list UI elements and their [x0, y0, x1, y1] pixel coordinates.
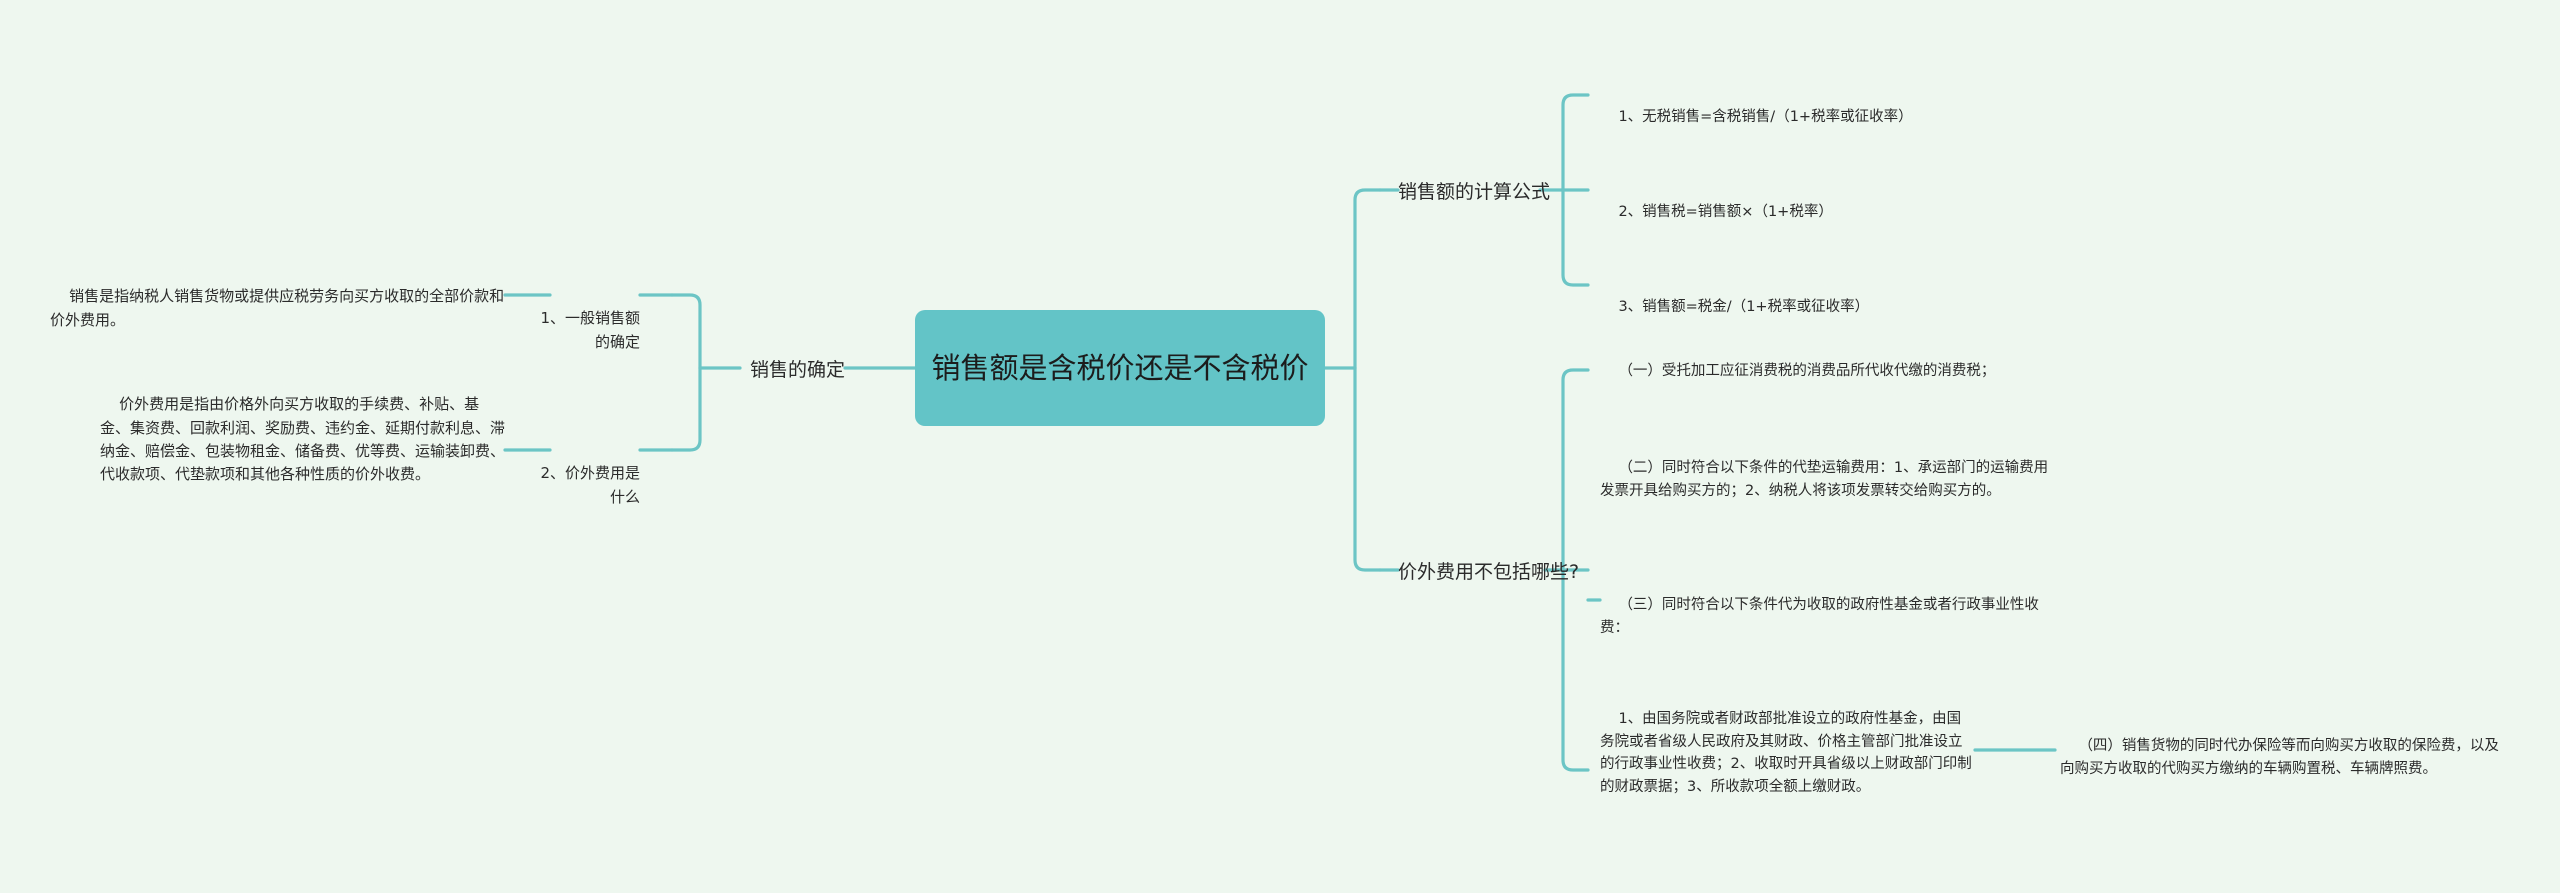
branch-excluded-extra-fees-label: 价外费用不包括哪些? — [1398, 561, 1580, 583]
branch-sales-determination-label: 销售的确定 — [749, 359, 845, 381]
exclusion-item-4-text: （四）销售货物的同时代办保险等而向购买方收取的保险费，以及向购买方收取的代购买方… — [2060, 738, 2499, 777]
exclusion-item-1-label: （一）受托加工应征消费税的消费品所代收代缴的消费税； — [1618, 363, 1996, 380]
detail-sales-definition-text: 销售是指纳税人销售货物或提供应税劳务向买方收取的全部价款和价外费用。 — [50, 287, 505, 329]
branch-sales-amount-formula[interactable]: 销售额的计算公式 — [1398, 178, 1551, 207]
root-node-label: 销售额是含税价还是不含税价 — [931, 350, 1309, 385]
node-general-sales-amount-label: 1、一般销售额的确定 — [540, 309, 640, 351]
branch-excluded-extra-fees[interactable]: 价外费用不包括哪些? — [1398, 558, 1579, 587]
detail-sales-definition[interactable]: 销售是指纳税人销售货物或提供应税劳务向买方收取的全部价款和价外费用。 — [50, 262, 505, 355]
formula-item-3[interactable]: 3、销售额=税金/（1+税率或征收率） — [1600, 274, 2050, 341]
exclusion-item-4[interactable]: （四）销售货物的同时代办保险等而向购买方收取的保险费，以及向购买方收取的代购买方… — [2060, 713, 2500, 803]
exclusion-item-2[interactable]: （二）同时符合以下条件的代垫运输费用：1、承运部门的运输费用发票开具给购买方的；… — [1600, 435, 2052, 525]
detail-extra-fee-definition[interactable]: 价外费用是指由价格外向买方收取的手续费、补贴、基金、集资费、回款利润、奖励费、违… — [100, 370, 505, 510]
node-what-is-extra-fee[interactable]: 2、价外费用是什么 — [508, 439, 640, 532]
formula-item-1[interactable]: 1、无税销售=含税销售/（1+税率或征收率） — [1600, 84, 2050, 151]
detail-extra-fee-definition-text: 价外费用是指由价格外向买方收取的手续费、补贴、基金、集资费、回款利润、奖励费、违… — [100, 395, 506, 483]
formula-item-2[interactable]: 2、销售税=销售额×（1+税率） — [1600, 179, 2050, 246]
node-general-sales-amount[interactable]: 1、一般销售额的确定 — [508, 284, 640, 377]
node-what-is-extra-fee-label: 2、价外费用是什么 — [540, 464, 640, 506]
branch-sales-determination[interactable]: 销售的确定 — [740, 356, 845, 385]
exclusion-item-3-label: （三）同时符合以下条件代为收取的政府性基金或者行政事业性收费： — [1600, 597, 2039, 636]
formula-item-3-label: 3、销售额=税金/（1+税率或征收率） — [1618, 299, 1870, 316]
exclusion-item-1[interactable]: （一）受托加工应征消费税的消费品所代收代缴的消费税； — [1600, 338, 2052, 405]
exclusion-item-3-sub[interactable]: 1、由国务院或者财政部批准设立的政府性基金，由国务院或者省级人民政府及其财政、价… — [1600, 686, 1975, 821]
formula-item-1-label: 1、无税销售=含税销售/（1+税率或征收率） — [1618, 109, 1913, 126]
branch-sales-amount-formula-label: 销售额的计算公式 — [1398, 181, 1551, 203]
exclusion-item-3[interactable]: （三）同时符合以下条件代为收取的政府性基金或者行政事业性收费： — [1600, 572, 2052, 662]
root-node[interactable]: 销售额是含税价还是不含税价 — [915, 310, 1325, 426]
exclusion-item-3-sub-text: 1、由国务院或者财政部批准设立的政府性基金，由国务院或者省级人民政府及其财政、价… — [1600, 711, 1972, 795]
exclusion-item-2-label: （二）同时符合以下条件的代垫运输费用：1、承运部门的运输费用发票开具给购买方的；… — [1600, 460, 2049, 499]
formula-item-2-label: 2、销售税=销售额×（1+税率） — [1618, 204, 1833, 221]
